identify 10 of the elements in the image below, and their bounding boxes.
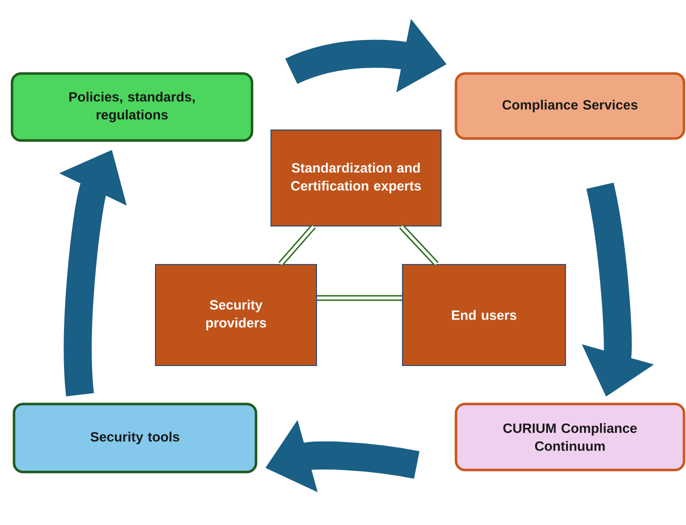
double-line xyxy=(317,295,402,301)
stage-box: Policies, standards, regulations xyxy=(10,72,254,142)
actor-box: Security providers xyxy=(155,264,317,366)
actor-box: Standardization and Certification experts xyxy=(270,130,442,226)
double-line xyxy=(399,224,439,266)
stage-box: CURIUM Compliance Continuum xyxy=(454,402,686,472)
stage-box: Security tools xyxy=(12,402,258,474)
actor-box: End users xyxy=(402,264,566,366)
double-line xyxy=(278,224,316,266)
stage-box: Compliance Services xyxy=(454,72,686,140)
